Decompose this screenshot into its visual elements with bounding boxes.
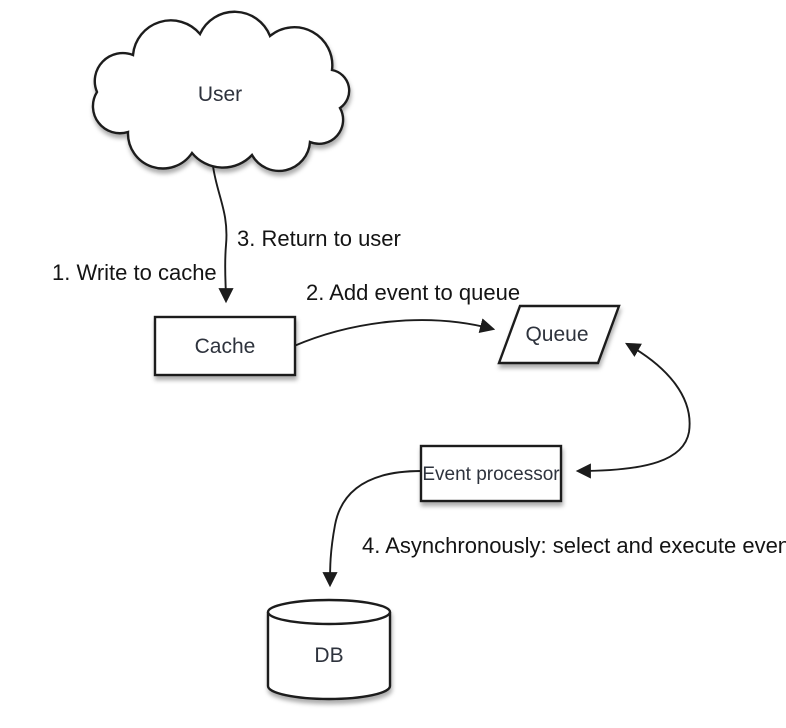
db-label: DB [314,644,343,667]
annotation-step3: 3. Return to user [237,226,401,251]
cache-box [153,315,297,377]
cache-label: Cache [195,335,256,358]
user-cloud-shape [91,10,351,173]
node-group: User Cache Queue Event processor DB [91,10,621,701]
edge-user-to-cache [212,165,234,304]
edge-eventprocessor-to-db [322,470,422,588]
db-cylinder-body [266,612,392,701]
queue-label: Queue [525,323,588,346]
edge-cache-to-queue [293,318,496,347]
db-cylinder [266,598,392,701]
annotation-step2: 2. Add event to queue [306,280,520,305]
event-processor-label: Event processor [422,464,560,485]
annotation-step4: 4. Asynchronously: select and execute ev… [362,533,786,558]
queue-parallelogram [497,304,621,365]
annotation-step1: 1. Write to cache [52,260,217,285]
user-label: User [198,83,242,106]
annotation-group: 1. Write to cache 3. Return to user 2. A… [52,226,786,558]
edge-group [212,165,691,588]
edge-queue-eventprocessor-twoway [575,342,691,479]
event-processor-box [419,444,563,503]
db-cylinder-top [266,598,392,626]
